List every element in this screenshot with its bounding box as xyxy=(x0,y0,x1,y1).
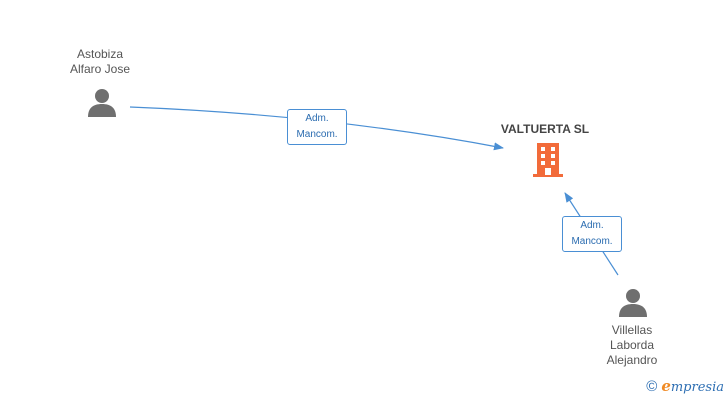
person-name-villellas[interactable]: Villellas Laborda Alejandro xyxy=(580,323,684,368)
person-name-line: Laborda xyxy=(609,338,655,352)
building-icon[interactable] xyxy=(531,142,565,178)
person-name-line: Villellas xyxy=(611,323,653,337)
person-name-line: Astobiza xyxy=(76,47,124,61)
footer-brand: © empresia xyxy=(646,377,724,397)
relation-label-line: Mancom. xyxy=(296,129,338,140)
person-name-astobiza[interactable]: Astobiza Alfaro Jose xyxy=(48,47,152,77)
brand-rest: mpresia xyxy=(670,380,724,395)
person-name-line: Alfaro Jose xyxy=(69,62,131,76)
relation-label[interactable]: Adm. Mancom. xyxy=(287,109,347,145)
relation-label[interactable]: Adm. Mancom. xyxy=(562,216,622,252)
relation-label-line: Mancom. xyxy=(571,236,613,247)
relation-label-line: Adm. xyxy=(305,113,329,124)
copyright-icon: © xyxy=(646,378,658,395)
company-name[interactable]: VALTUERTA SL xyxy=(500,122,590,136)
person-icon[interactable] xyxy=(87,88,117,118)
person-icon[interactable] xyxy=(618,288,648,318)
person-name-line: Alejandro xyxy=(606,353,658,367)
relation-label-line: Adm. xyxy=(580,220,604,231)
brand-initial: e xyxy=(661,377,671,395)
brand-logo[interactable]: empresia xyxy=(661,377,724,397)
